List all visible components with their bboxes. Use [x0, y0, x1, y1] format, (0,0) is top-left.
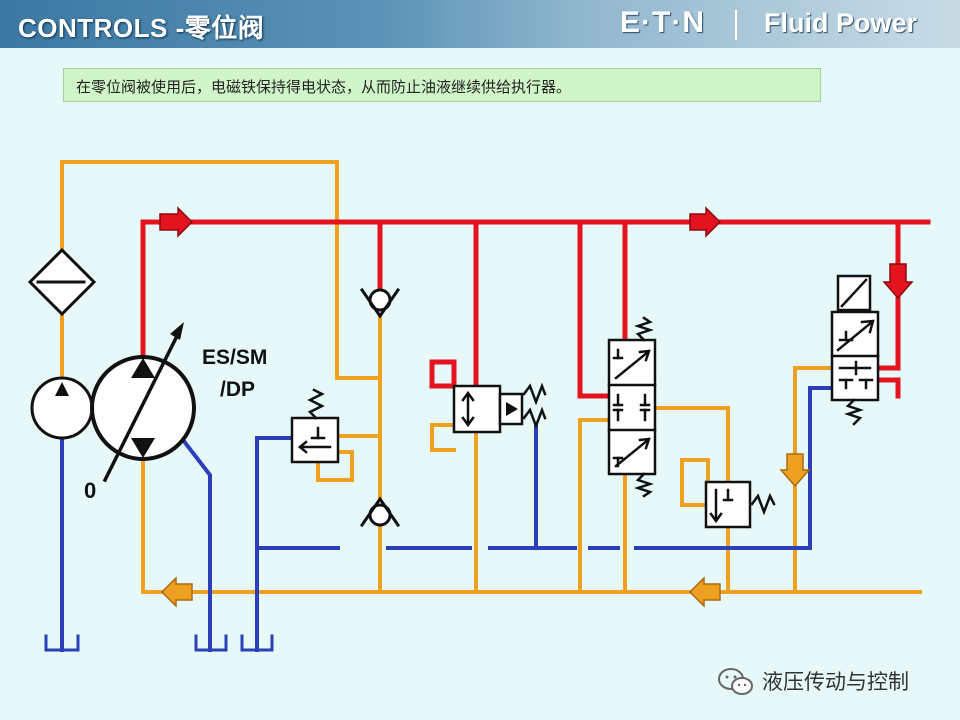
drain-lines [60, 386, 834, 652]
solenoid-zero-valve [830, 274, 880, 426]
relief-valve [452, 382, 547, 434]
wechat-icon [718, 668, 753, 695]
watermark-text: 液压传动与控制 [762, 670, 909, 694]
header-bar: CONTROLS -零位阀 E·T·N Fluid Power [0, 0, 960, 48]
directional-valve [607, 316, 657, 498]
check-valve-bottom [359, 496, 401, 528]
logo-divider [735, 10, 737, 40]
check-valve-top [359, 287, 401, 319]
shuttle-valve [704, 480, 776, 529]
pump-control-label: ES/SM [202, 346, 268, 369]
pressure-flow-arrows [159, 206, 914, 300]
tank-symbols [44, 634, 274, 652]
product-name: Fluid Power [764, 8, 918, 38]
filter-symbol [27, 247, 97, 317]
slide-title: CONTROLS -零位阀 [18, 13, 265, 43]
charge-pump-symbol [30, 376, 94, 440]
note-box: 在零位阀被使用后，电磁铁保持得电状态，从而防止油液继续供给执行器。 [63, 68, 821, 102]
pilot-lines [60, 160, 922, 594]
eaton-logo: E·T·N [620, 6, 705, 39]
note-text: 在零位阀被使用后，电磁铁保持得电状态，从而防止油液继续供给执行器。 [76, 78, 572, 96]
pressure-compensator-valve [290, 388, 340, 464]
main-pump-symbol [90, 322, 196, 483]
zero-label: 0 [84, 478, 97, 503]
return-flow-arrows [160, 453, 811, 608]
pump-control-label-2: /DP [220, 378, 256, 401]
watermark: 液压传动与控制 [712, 662, 922, 698]
